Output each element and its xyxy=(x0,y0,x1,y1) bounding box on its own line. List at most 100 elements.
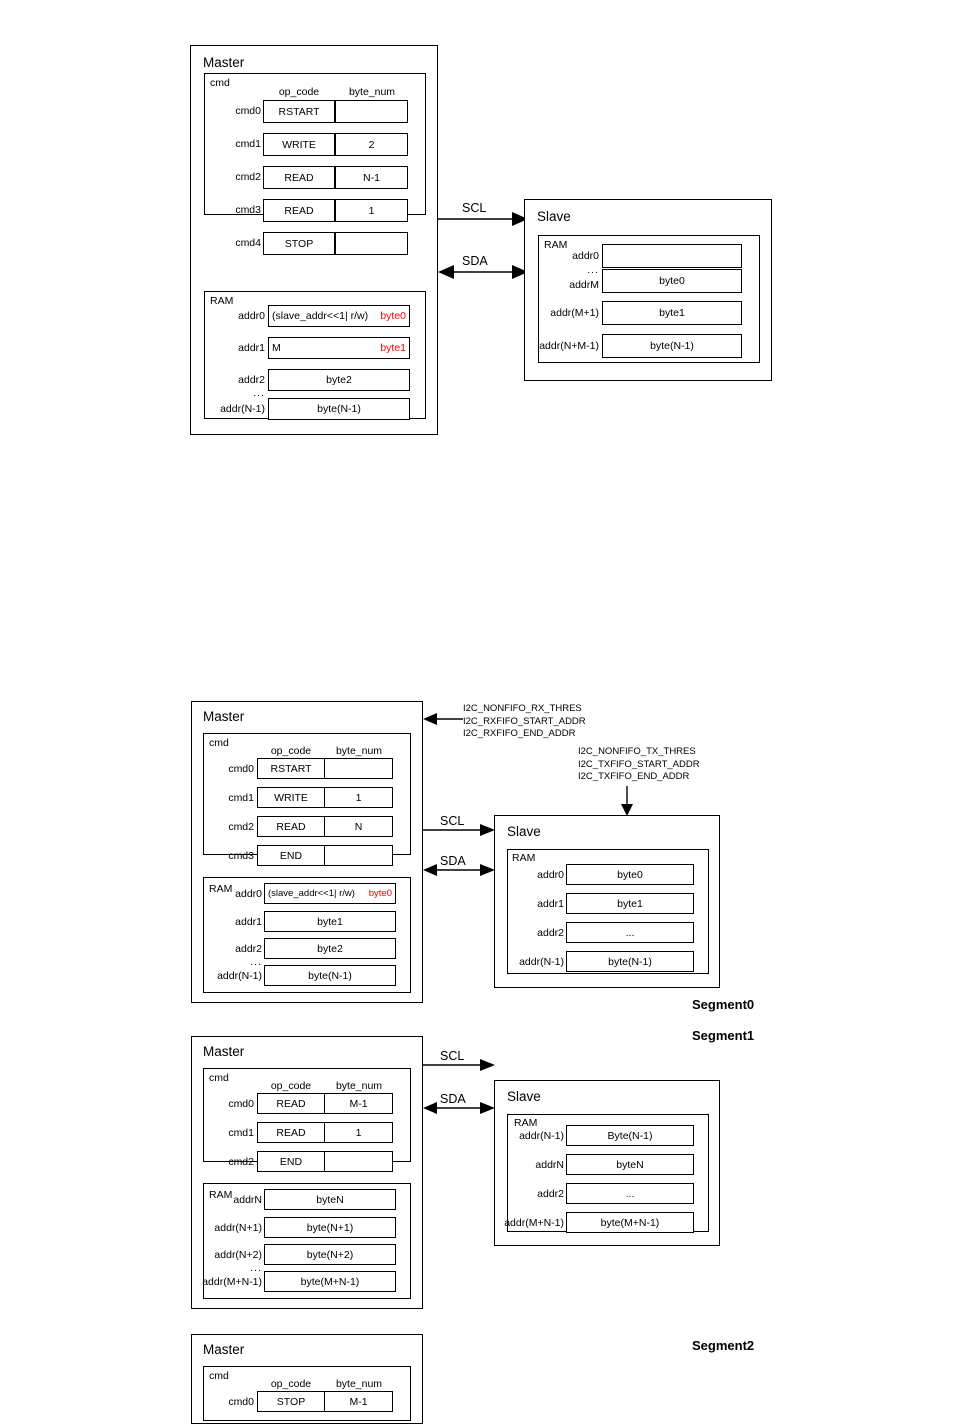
top-master-cmd-header-byte-num: byte_num xyxy=(348,86,396,98)
top-slave-ram-row-label: addr0 xyxy=(572,250,599,262)
top-slave-title: Slave xyxy=(537,209,571,224)
seg0-master-ram-row-label: addr2 xyxy=(235,943,262,955)
top-scl-label: SCL xyxy=(462,201,487,215)
seg1-master-ram-value: byte(N+1) xyxy=(264,1217,396,1238)
top-master-ram-value: byte2 xyxy=(268,369,410,391)
seg0-master-cmd-byte-num xyxy=(324,758,393,779)
top-master-cmd-header-op-code: op_code xyxy=(278,86,320,98)
top-slave-ram-row-label: addr(M+1) xyxy=(550,307,599,319)
top-master-cmd-op-code: READ xyxy=(263,166,335,189)
seg1-master-cmd-byte-num: M-1 xyxy=(324,1093,393,1114)
top-master-cmd-op-code: READ xyxy=(263,199,335,222)
seg2-master-box: Master cmd op_code byte_num cmd0 STOP M-… xyxy=(191,1334,423,1424)
top-slave-box: Slave RAM addr0 ... addrM byte0 addr(M+1… xyxy=(524,199,772,381)
seg1-master-cmd-byte-num xyxy=(324,1151,393,1172)
seg1-scl-label: SCL xyxy=(440,1049,465,1063)
top-master-ram-value-highlight: byte0 xyxy=(380,310,406,322)
top-master-ram-row-label: addr(N-1) xyxy=(220,403,265,415)
seg1-master-ram-container: RAM addrN byteN addr(N+1) byte(N+1) addr… xyxy=(202,1183,411,1299)
top-slave-ram-value: byte0 xyxy=(602,269,742,293)
seg0-sda-arrow xyxy=(423,864,495,876)
seg0-slave-ram-value: byte(N-1) xyxy=(566,951,694,972)
seg0-rx-note-line: I2C_NONFIFO_RX_THRES xyxy=(463,703,582,714)
top-slave-ram-value xyxy=(602,244,742,268)
seg0-slave-ram-value: byte0 xyxy=(566,864,694,885)
seg0-scl-arrow xyxy=(423,824,495,836)
seg0-master-cmd-header-byte-num: byte_num xyxy=(335,745,383,757)
seg2-master-cmd-header-byte-num: byte_num xyxy=(335,1378,383,1390)
seg2-master-cmd-row-label: cmd0 xyxy=(228,1396,254,1408)
top-master-ram-value: (slave_addr<<1| r/w) byte0 xyxy=(268,305,410,327)
seg1-master-cmd-header-byte-num: byte_num xyxy=(335,1080,383,1092)
seg1-scl-arrow xyxy=(423,1059,495,1071)
top-master-cmd-byte-num: 1 xyxy=(335,199,408,222)
top-master-ram-value-text: (slave_addr<<1| r/w) xyxy=(272,310,369,322)
top-master-cmd-container: cmd op_code byte_num cmd0 RSTART cmd1 WR… xyxy=(204,73,426,255)
seg0-master-ram-ellipsis: ... xyxy=(250,956,262,968)
top-master-ram-label: RAM xyxy=(210,295,234,307)
seg1-sda-label: SDA xyxy=(440,1092,466,1106)
seg0-master-ram-row-label: addr(N-1) xyxy=(217,970,262,982)
seg0-rx-note-line: I2C_RXFIFO_START_ADDR xyxy=(463,715,586,727)
top-master-cmd-row-label: cmd4 xyxy=(235,237,261,249)
top-slave-ram-row-label: addr(N+M-1) xyxy=(539,340,599,352)
top-master-ram-container: RAM addr0 (slave_addr<<1| r/w) byte0 add… xyxy=(204,291,426,420)
seg2-master-cmd-header-op-code: op_code xyxy=(270,1378,312,1390)
top-master-cmd-label: cmd xyxy=(210,77,230,89)
seg2-master-cmd-label: cmd xyxy=(209,1370,229,1382)
seg1-slave-ram-row-label: addr2 xyxy=(537,1188,564,1200)
top-slave-ram-container: RAM addr0 ... addrM byte0 addr(M+1) byte… xyxy=(538,235,760,363)
top-master-cmd-op-code: WRITE xyxy=(263,133,335,156)
seg2-master-cmd-container: cmd op_code byte_num cmd0 STOP M-1 xyxy=(203,1366,411,1421)
top-master-title: Master xyxy=(203,55,245,70)
seg0-slave-ram-row-label: addr1 xyxy=(537,898,564,910)
seg0-master-cmd-op-code: READ xyxy=(257,816,325,837)
seg1-master-cmd-op-code: END xyxy=(257,1151,325,1172)
seg0-master-ram-value: byte1 xyxy=(264,911,396,932)
seg1-slave-box: Slave RAM addr(N-1) Byte(N-1) addrN byte… xyxy=(494,1080,720,1246)
top-sda-arrow xyxy=(438,265,528,279)
seg1-slave-ram-row-label: addrN xyxy=(535,1159,564,1171)
seg1-master-cmd-label: cmd xyxy=(209,1072,229,1084)
seg1-slave-ram-value: byte(M+N-1) xyxy=(566,1212,694,1233)
top-master-cmd-row-label: cmd2 xyxy=(235,171,261,183)
top-master-cmd-row-label: cmd1 xyxy=(235,138,261,150)
top-slave-ram-value: byte1 xyxy=(602,301,742,325)
seg0-slave-ram-container: RAM addr0 byte0 addr1 byte1 addr2 ... ad… xyxy=(507,849,709,974)
seg2-master-title: Master xyxy=(203,1342,245,1357)
seg0-slave-ram-row-label: addr0 xyxy=(537,869,564,881)
seg0-slave-title: Slave xyxy=(507,824,541,839)
seg0-tx-note-line: I2C_NONFIFO_TX_THRES xyxy=(578,746,696,757)
seg1-master-box: Master cmd op_code byte_num cmd0 READ M-… xyxy=(191,1036,423,1309)
seg1-master-cmd-container: cmd op_code byte_num cmd0 READ M-1 cmd1 … xyxy=(203,1068,411,1172)
seg1-master-ram-row-label: addrN xyxy=(233,1194,262,1206)
seg0-master-box: Master cmd op_code byte_num cmd0 RSTART … xyxy=(191,701,423,1003)
seg0-master-cmd-byte-num: N xyxy=(324,816,393,837)
seg0-master-cmd-byte-num xyxy=(324,845,393,866)
seg0-tx-arrow xyxy=(621,786,633,816)
seg0-master-cmd-row-label: cmd1 xyxy=(228,792,254,804)
top-scl-arrow xyxy=(438,212,528,226)
seg0-master-ram-value: byte2 xyxy=(264,938,396,959)
seg0-master-cmd-byte-num: 1 xyxy=(324,787,393,808)
seg0-slave-ram-row-label: addr(N-1) xyxy=(519,956,564,968)
seg0-slave-ram-value: ... xyxy=(566,922,694,943)
seg0-master-ram-value: (slave_addr<<1| r/w) byte0 xyxy=(264,883,396,904)
seg1-master-ram-ellipsis: ... xyxy=(250,1262,262,1274)
seg1-slave-ram-label: RAM xyxy=(514,1117,538,1129)
seg0-master-title: Master xyxy=(203,709,245,724)
top-master-box: Master cmd op_code byte_num cmd0 RSTART … xyxy=(190,45,438,435)
seg0-master-cmd-row-label: cmd2 xyxy=(228,821,254,833)
top-slave-ram-row-label: addrM xyxy=(569,279,599,291)
top-master-ram-row-label: addr1 xyxy=(238,342,265,354)
seg1-master-ram-label: RAM xyxy=(209,1189,233,1201)
seg1-slave-ram-container: RAM addr(N-1) Byte(N-1) addrN byteN addr… xyxy=(504,1114,709,1233)
seg2-master-cmd-op-code: STOP xyxy=(257,1391,325,1412)
seg1-master-ram-value: byteN xyxy=(264,1189,396,1210)
segment1-caption: Segment1 xyxy=(692,1028,755,1043)
top-master-ram-value-highlight: byte1 xyxy=(380,342,406,354)
top-master-cmd-byte-num xyxy=(335,100,408,123)
seg1-master-ram-row-label: addr(N+1) xyxy=(214,1222,262,1234)
seg1-sda-arrow xyxy=(423,1102,495,1114)
